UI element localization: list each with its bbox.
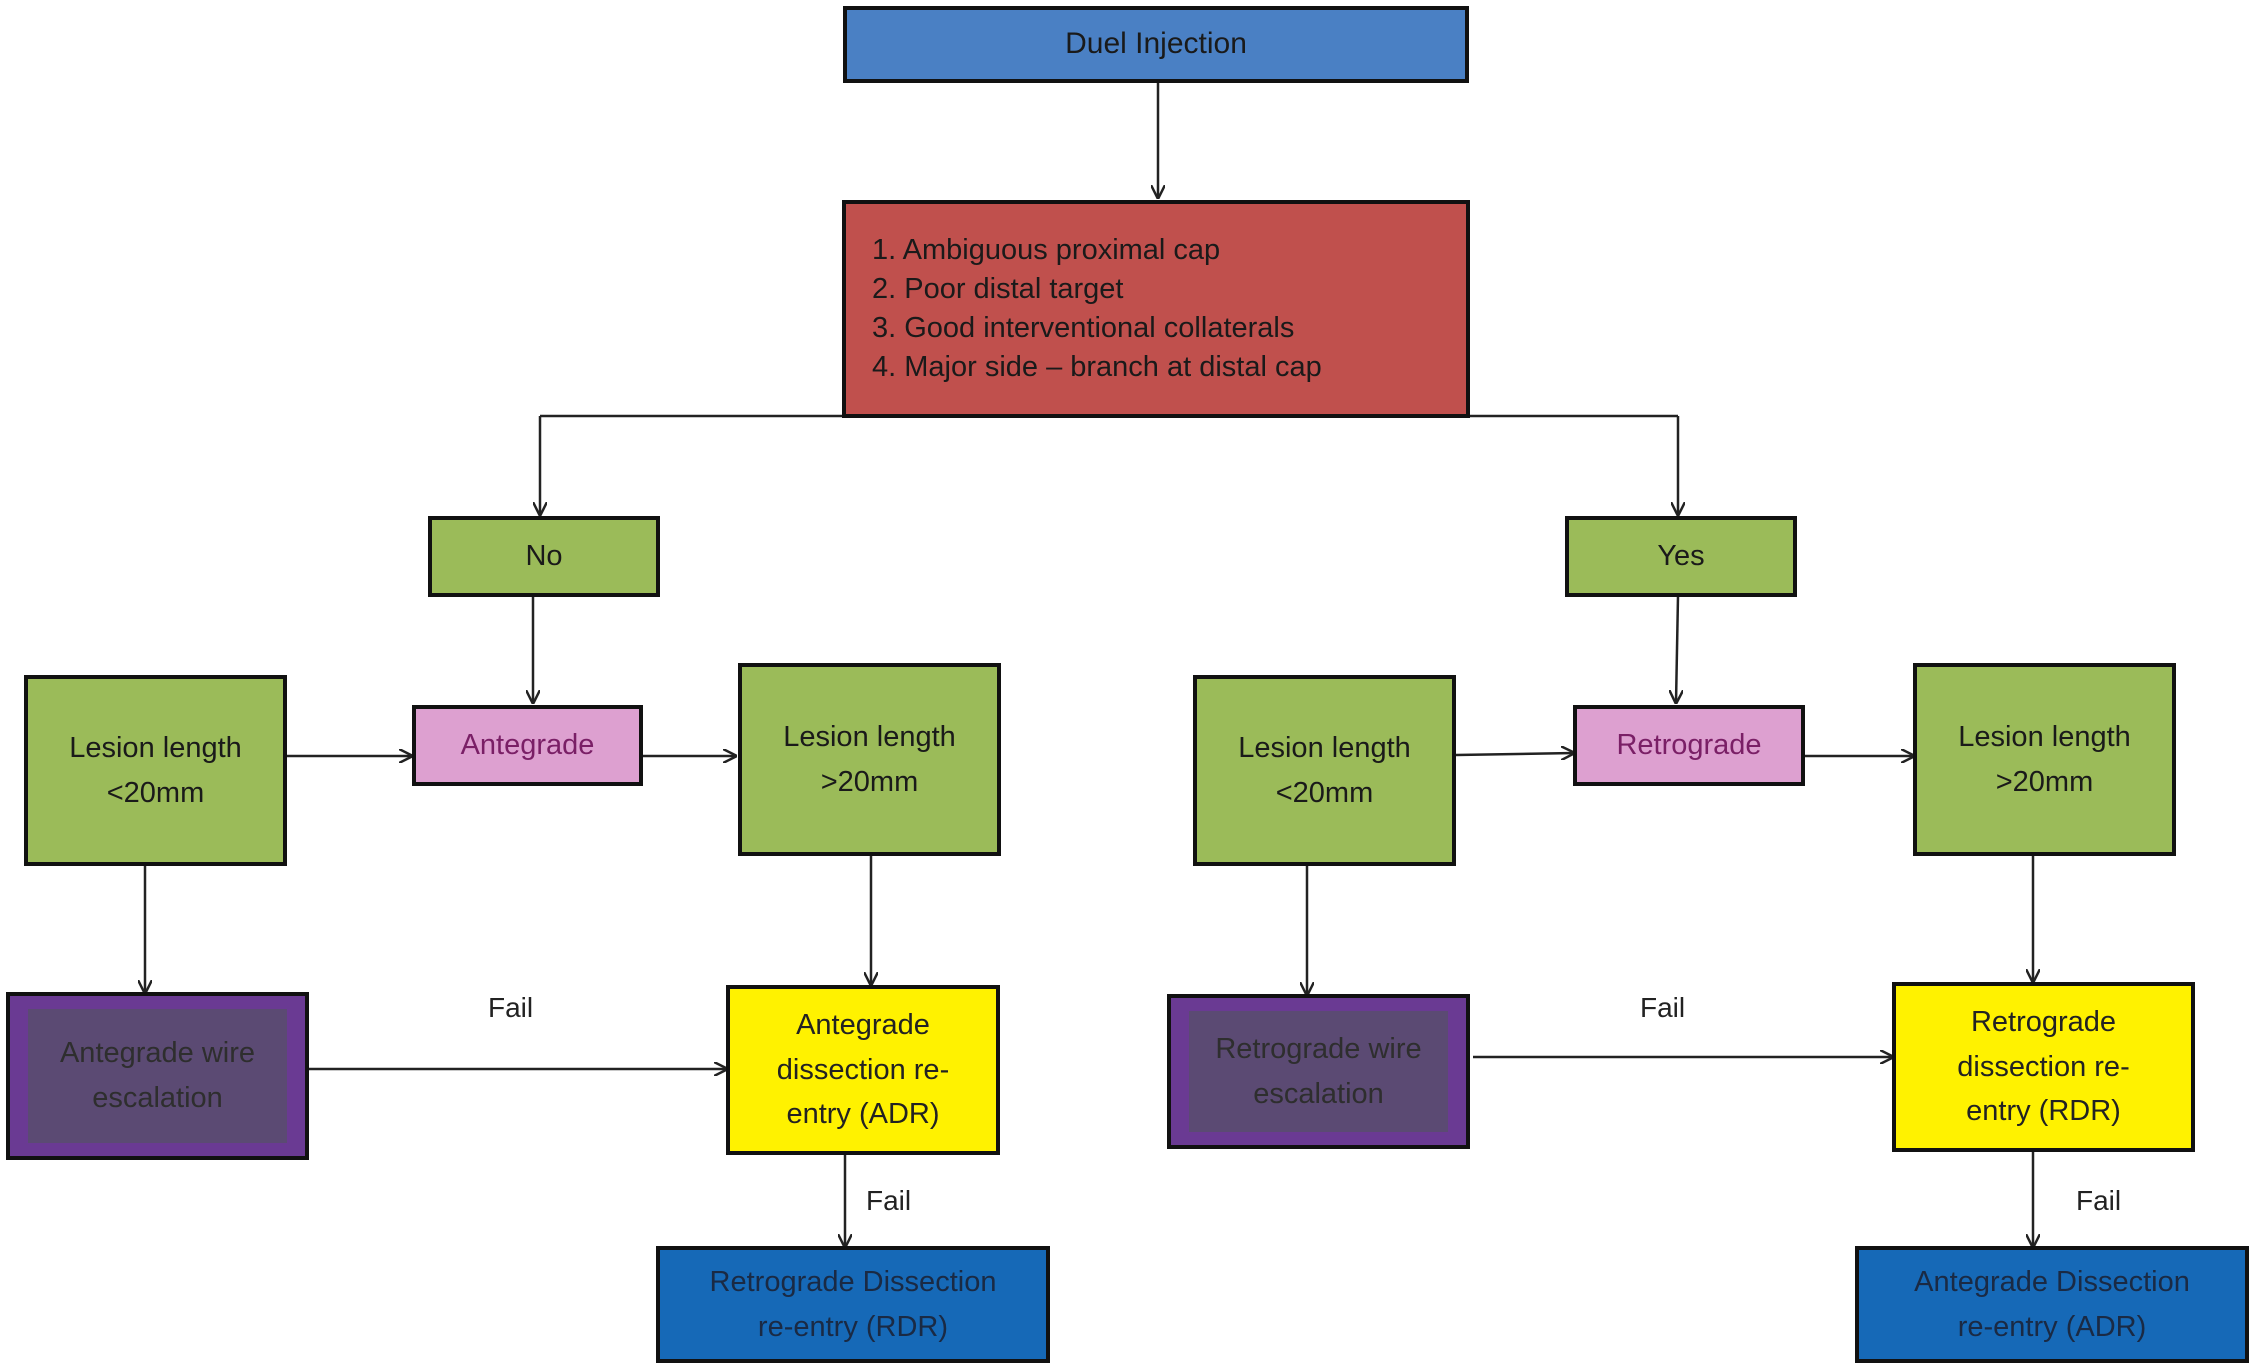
left-long-lesion-line2: >20mm xyxy=(820,765,919,798)
arrow-yes-to-retrograde xyxy=(1676,595,1678,703)
right-long-lesion-line1: Lesion length xyxy=(1958,720,2131,753)
rdr-bailout-line1: Retrograde Dissection xyxy=(709,1265,997,1298)
right-short-lesion-line2: <20mm xyxy=(1275,776,1374,809)
rdr-bailout-box: Retrograde Dissection re-entry (RDR) xyxy=(656,1246,1050,1363)
retrograde-wire-escalation-inner: Retrograde wire escalation xyxy=(1189,1011,1448,1132)
adr-box: Antegrade dissection re- entry (ADR) xyxy=(726,985,1000,1155)
right-long-lesion-line2: >20mm xyxy=(1995,765,2094,798)
start-box: Duel Injection xyxy=(843,6,1469,83)
criteria-list: 1. Ambiguous proximal cap 2. Poor distal… xyxy=(872,231,1322,387)
adr-line1: Antegrade xyxy=(796,1008,930,1041)
right-long-lesion-box: Lesion length >20mm xyxy=(1913,663,2176,856)
retrograde-box: Retrograde xyxy=(1573,705,1805,786)
criteria-item: 3. Good interventional collaterals xyxy=(872,312,1295,344)
decision-yes-box: Yes xyxy=(1565,516,1797,597)
right-short-lesion-box: Lesion length <20mm xyxy=(1193,675,1456,866)
left-short-lesion-line2: <20mm xyxy=(106,776,205,809)
rdr-line2: dissection re- xyxy=(1957,1050,2130,1083)
retrograde-wire-escalation-line2: escalation xyxy=(1253,1077,1384,1110)
decision-no-label: No xyxy=(525,540,563,573)
rdr-bailout-line2: re-entry (RDR) xyxy=(757,1310,949,1343)
start-label: Duel Injection xyxy=(1065,27,1247,61)
left-short-lesion-line1: Lesion length xyxy=(69,731,242,764)
antegrade-wire-escalation-inner: Antegrade wire escalation xyxy=(28,1009,287,1143)
antegrade-label: Antegrade xyxy=(460,729,595,762)
criteria-item: 2. Poor distal target xyxy=(872,273,1124,305)
criteria-item: 1. Ambiguous proximal cap xyxy=(872,234,1221,266)
fail-label-right-wire: Fail xyxy=(1640,992,1686,1023)
decision-yes-label: Yes xyxy=(1657,540,1705,573)
left-long-lesion-box: Lesion length >20mm xyxy=(738,663,1001,856)
adr-bailout-line1: Antegrade Dissection xyxy=(1914,1265,2190,1298)
left-short-lesion-box: Lesion length <20mm xyxy=(24,675,287,866)
adr-line2: dissection re- xyxy=(776,1053,950,1086)
rdr-line1: Retrograde xyxy=(1970,1005,2117,1038)
antegrade-wire-escalation-box: Antegrade wire escalation xyxy=(6,992,309,1160)
fail-label-right-rdr: Fail xyxy=(2076,1185,2122,1216)
criteria-box: 1. Ambiguous proximal cap 2. Poor distal… xyxy=(842,200,1470,418)
fail-label-left-wire: Fail xyxy=(488,992,534,1023)
antegrade-wire-escalation-line1: Antegrade wire xyxy=(59,1037,256,1070)
retrograde-wire-escalation-box: Retrograde wire escalation xyxy=(1167,994,1470,1149)
criteria-item: 4. Major side – branch at distal cap xyxy=(872,351,1322,383)
rdr-line3: entry (RDR) xyxy=(1966,1095,2121,1128)
adr-line3: entry (ADR) xyxy=(786,1098,940,1131)
retrograde-label: Retrograde xyxy=(1616,729,1762,762)
adr-bailout-line2: re-entry (ADR) xyxy=(1957,1310,2147,1343)
antegrade-box: Antegrade xyxy=(412,705,643,786)
rdr-box: Retrograde dissection re- entry (RDR) xyxy=(1892,982,2195,1152)
antegrade-wire-escalation-line2: escalation xyxy=(92,1082,223,1114)
decision-no-box: No xyxy=(428,516,660,597)
fail-label-left-adr: Fail xyxy=(866,1185,912,1216)
retrograde-wire-escalation-line1: Retrograde wire xyxy=(1215,1032,1422,1065)
adr-bailout-box: Antegrade Dissection re-entry (ADR) xyxy=(1855,1246,2249,1363)
left-long-lesion-line1: Lesion length xyxy=(783,720,956,753)
right-short-lesion-line1: Lesion length xyxy=(1238,731,1411,764)
arrow-short-to-retrograde xyxy=(1455,753,1574,755)
